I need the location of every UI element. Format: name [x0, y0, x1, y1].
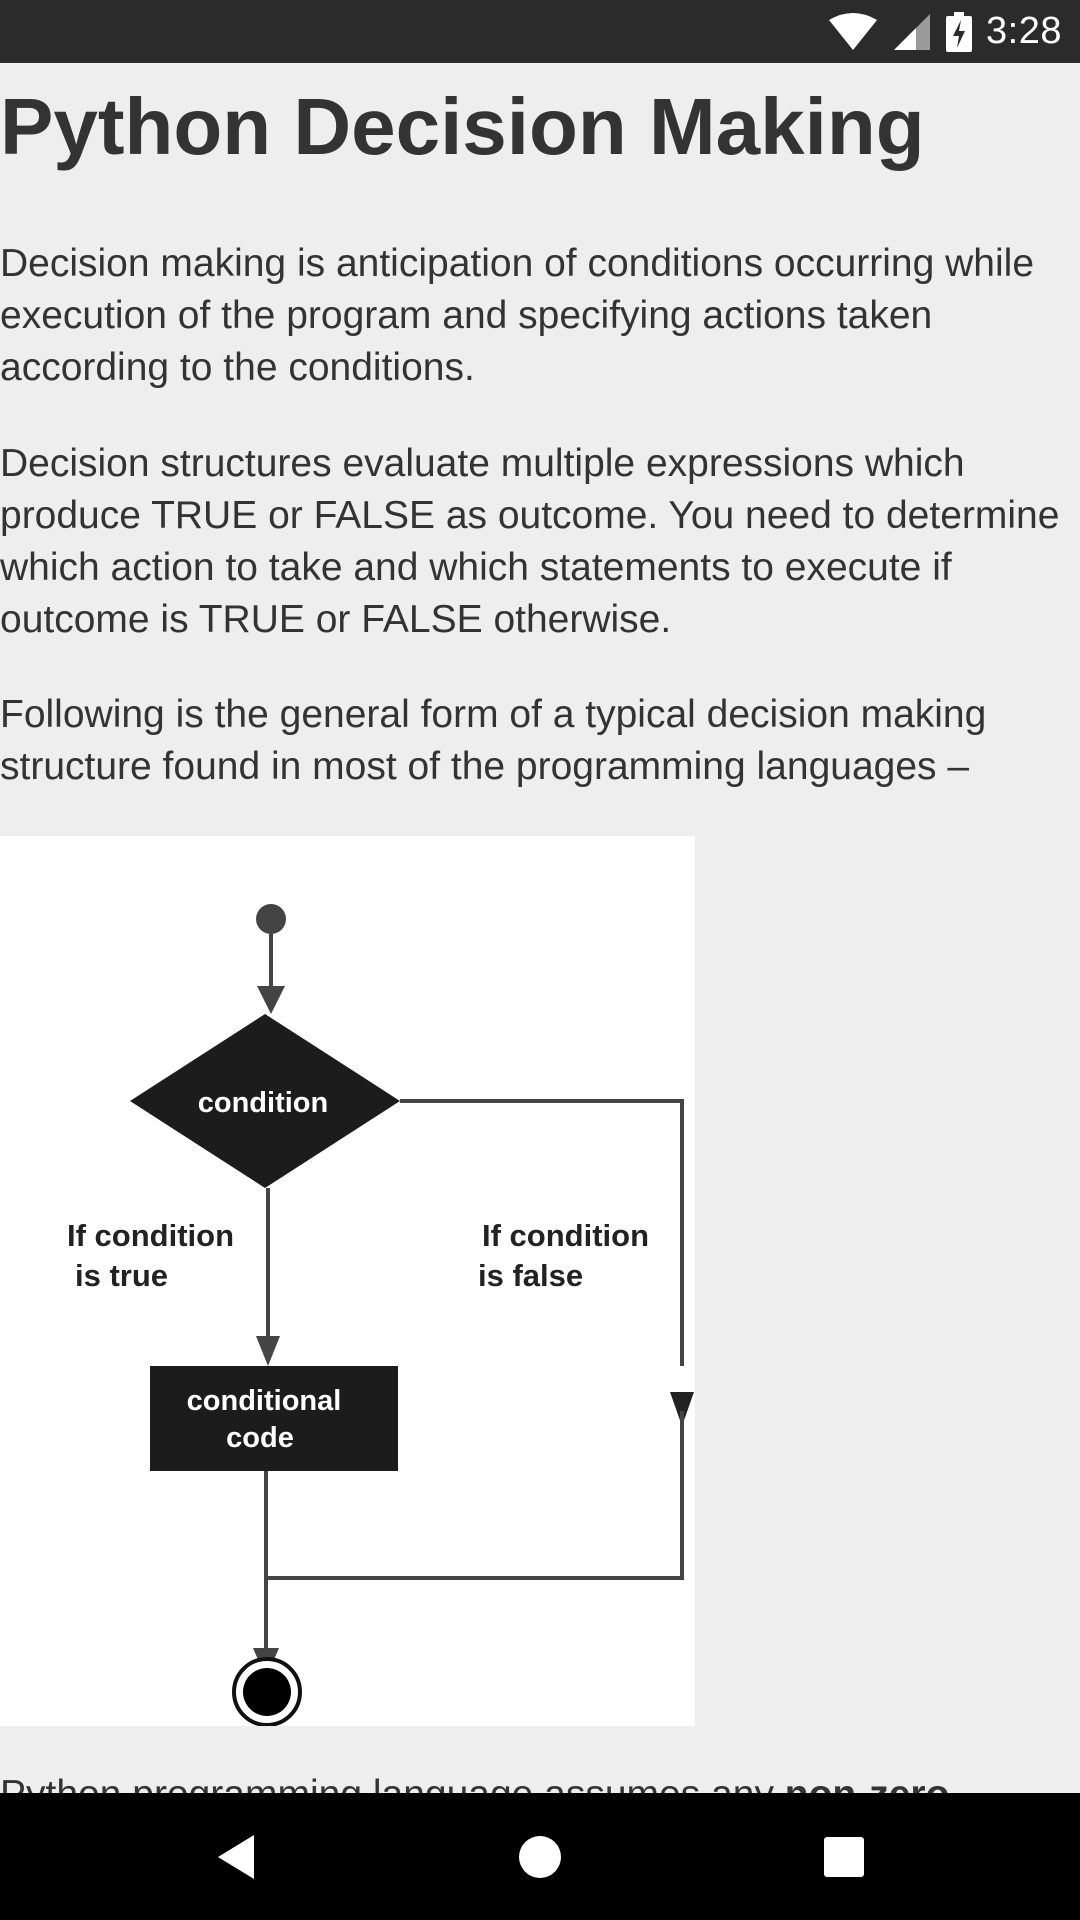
- battery-charging-icon: [946, 11, 973, 52]
- cellular-signal-icon: [894, 13, 931, 50]
- code-label-line1: conditional: [187, 1385, 342, 1417]
- paragraph-partial: Python programming language assumes any …: [0, 1769, 1078, 1793]
- paragraph-structures: Decision structures evaluate multiple ex…: [0, 442, 1060, 641]
- conditional-code-box: [150, 1366, 398, 1471]
- arrow-head-false: [670, 1392, 694, 1426]
- recents-icon: [824, 1836, 864, 1877]
- partial-text: Python programming language assumes any: [0, 1773, 785, 1793]
- true-label-line1: If condition: [67, 1218, 234, 1253]
- condition-label: condition: [198, 1087, 328, 1119]
- arrow-head-true: [256, 1336, 280, 1366]
- partial-bold-text: non-zero: [785, 1773, 950, 1793]
- status-time: 3:28: [986, 10, 1062, 52]
- paragraph-intro: Decision making is anticipation of condi…: [0, 242, 1035, 389]
- wifi-icon: [829, 12, 878, 50]
- home-icon: [519, 1835, 561, 1878]
- start-node: [256, 904, 286, 934]
- status-bar: 3:28: [0, 0, 1080, 63]
- article-content: Python Decision Making Decision making i…: [0, 63, 1080, 1793]
- paragraph-general-form: Following is the general form of a typic…: [0, 693, 987, 788]
- home-button[interactable]: [490, 1793, 590, 1920]
- decision-flowchart: condition If condition is true condition…: [0, 836, 695, 1727]
- page-title: Python Decision Making: [0, 82, 925, 171]
- condition-diamond: [130, 1014, 400, 1188]
- arrow-head-start: [257, 986, 285, 1014]
- status-icons: 3:28: [828, 0, 1062, 63]
- false-label-line1: If condition: [482, 1218, 649, 1253]
- navigation-bar: [0, 1793, 1080, 1920]
- back-button[interactable]: [186, 1793, 286, 1920]
- code-label-line2: code: [226, 1422, 294, 1454]
- back-icon: [218, 1834, 254, 1879]
- recents-button[interactable]: [794, 1793, 894, 1920]
- true-label-line2: is true: [75, 1258, 168, 1293]
- flowchart-svg: condition If condition is true condition…: [67, 904, 694, 1727]
- false-label-line2: is false: [478, 1258, 583, 1293]
